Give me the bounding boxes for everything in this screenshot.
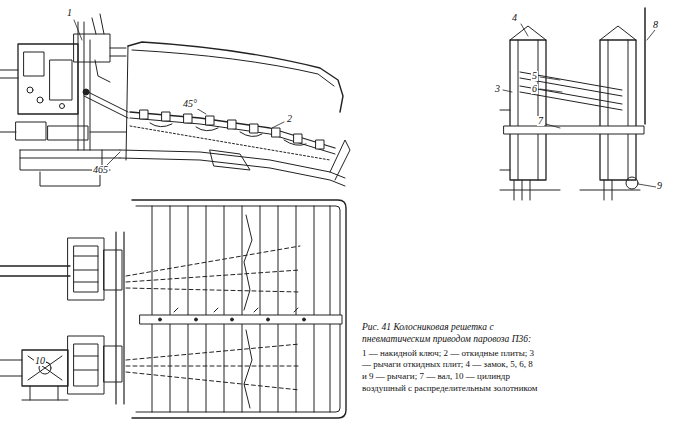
callout-number: 1 — [66, 8, 73, 18]
end-view — [500, 8, 645, 200]
callout-number: 45° — [182, 99, 198, 109]
callout-number: 5 — [531, 71, 538, 81]
leader-lines — [44, 20, 656, 364]
side-view — [0, 14, 350, 186]
callout-number: 8 — [652, 20, 659, 30]
callout-number: 3 — [494, 84, 501, 94]
grate-bars — [152, 206, 330, 412]
callout-number: 9 — [656, 181, 663, 191]
callout-number: 465 — [92, 165, 109, 175]
callout-number: 6 — [531, 84, 538, 94]
plan-view — [0, 200, 346, 418]
caption-key: 1 — накидной ключ; 2 — откидные плиты; 3… — [362, 348, 538, 395]
callout-number: 2 — [286, 114, 293, 124]
callout-number: 7 — [537, 116, 544, 126]
callout-number: 10 — [34, 356, 46, 366]
hidden-lines — [126, 246, 300, 390]
callout-number: 4 — [511, 13, 518, 23]
figure-caption: Рис. 41 Колосниковая решетка с пневматич… — [362, 322, 538, 346]
